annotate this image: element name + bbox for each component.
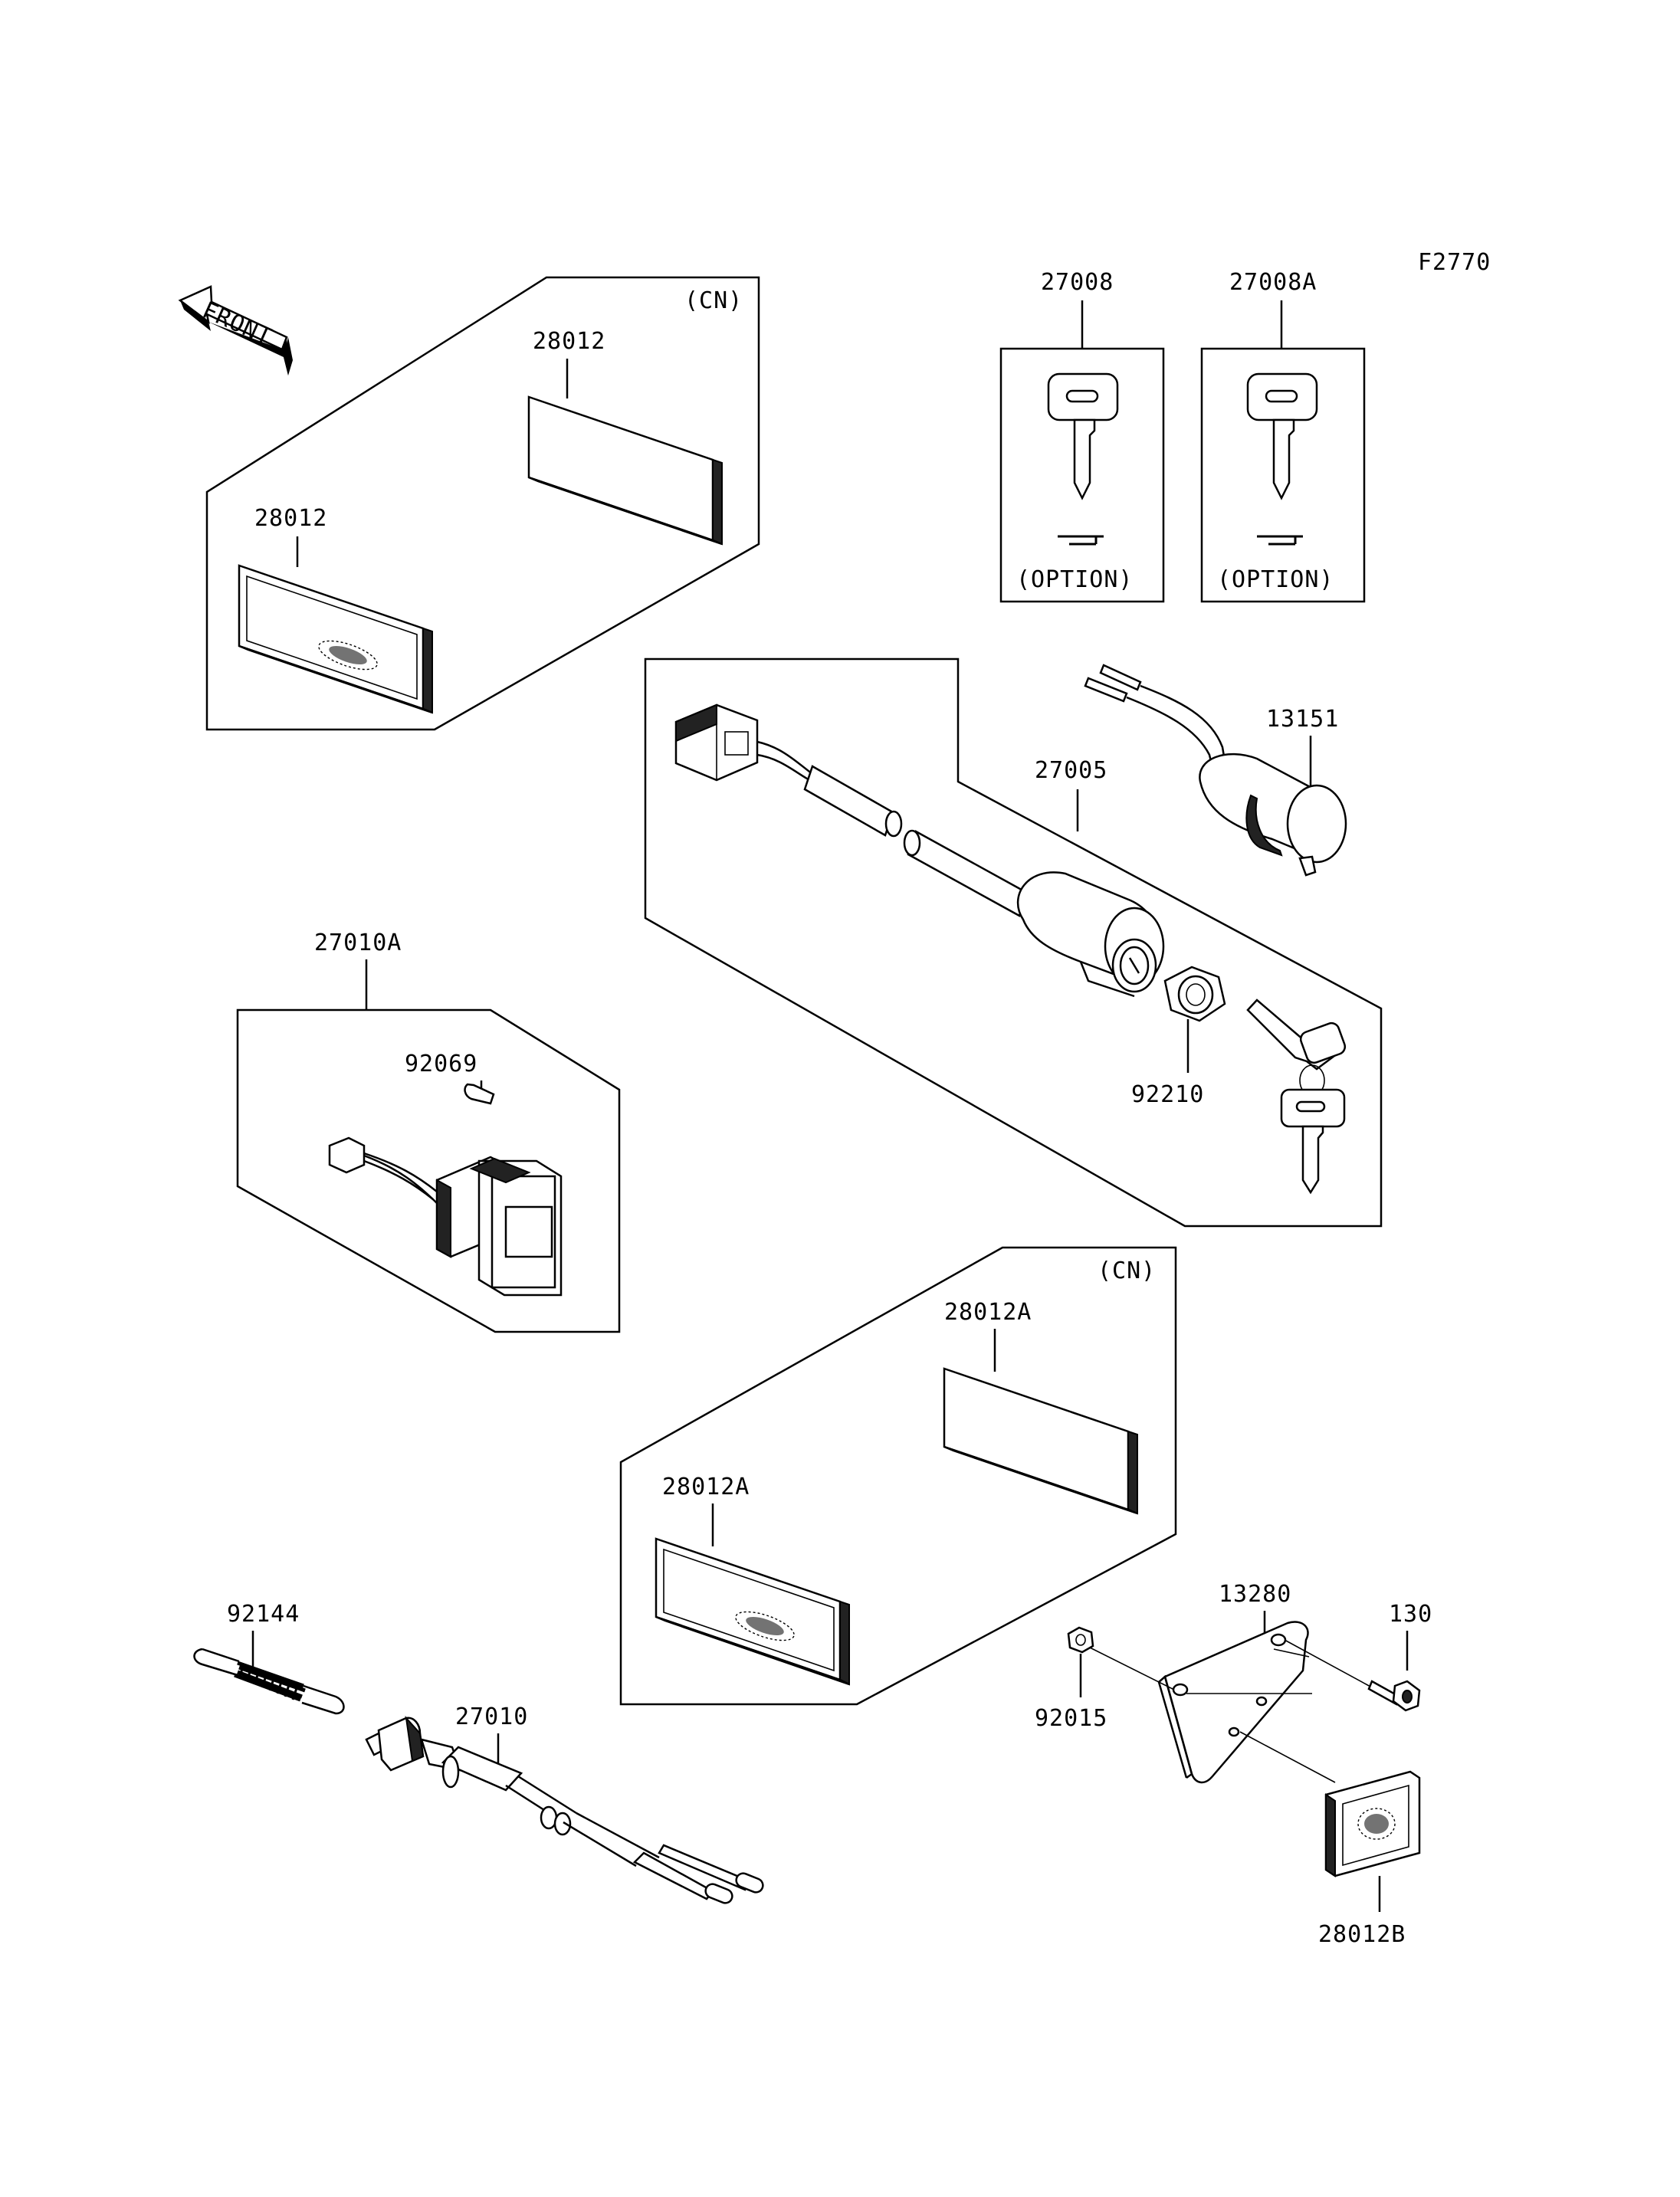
reflector-28012-top bbox=[527, 395, 723, 546]
part-label-27005: 27005 bbox=[1035, 757, 1107, 784]
part-label-27008: 27008 bbox=[1041, 269, 1114, 296]
part-label-92015: 92015 bbox=[1035, 1705, 1107, 1732]
switch-27010: 27010 bbox=[365, 1703, 764, 1904]
reflector-28012-bottom bbox=[238, 564, 433, 714]
reflector-28012a-top bbox=[943, 1367, 1138, 1515]
reflector-group-top: (CN) 28012 28012 bbox=[205, 276, 760, 731]
bolt-130 bbox=[1367, 1680, 1421, 1712]
front-arrow-label: FRONT bbox=[199, 297, 276, 351]
part-label-27008a: 27008A bbox=[1229, 269, 1317, 296]
part-label-28012a-bottom: 28012A bbox=[662, 1474, 750, 1500]
diagram-code: F2770 bbox=[1418, 249, 1491, 276]
bracket-13280 bbox=[1157, 1621, 1309, 1784]
cn-label-mid: (CN) bbox=[1098, 1258, 1156, 1284]
part-label-92144: 92144 bbox=[227, 1601, 300, 1628]
nut-92015 bbox=[1067, 1626, 1094, 1654]
reflector-group-mid: (CN) 28012A 28012A bbox=[619, 1246, 1177, 1706]
part-label-28012-top: 28012 bbox=[533, 328, 605, 355]
part-label-28012b: 28012B bbox=[1318, 1921, 1406, 1948]
ignition-switch-group: 27005 92210 bbox=[644, 657, 1383, 1228]
part-label-28012-bottom: 28012 bbox=[254, 505, 327, 532]
part-label-130: 130 bbox=[1389, 1601, 1432, 1628]
part-label-13151: 13151 bbox=[1266, 706, 1339, 733]
reflector-28012b bbox=[1324, 1770, 1421, 1877]
part-label-27010: 27010 bbox=[455, 1703, 528, 1730]
option-label-right: (OPTION) bbox=[1217, 566, 1334, 593]
switch-group-27010a: 27010A 92069 bbox=[236, 930, 621, 1333]
ignition-switch-27005 bbox=[1016, 871, 1165, 998]
switch-13151: 13151 bbox=[1084, 664, 1347, 877]
front-arrow-icon: FRONT bbox=[178, 285, 293, 375]
part-label-13280: 13280 bbox=[1219, 1581, 1291, 1608]
key-option-left: 27008 (OPTION) bbox=[999, 269, 1165, 603]
cn-label-top: (CN) bbox=[684, 287, 743, 314]
bracket-assembly: 13280 92015 130 bbox=[1035, 1581, 1432, 1948]
part-label-92210: 92210 bbox=[1131, 1081, 1204, 1108]
nut-92210 bbox=[1163, 966, 1226, 1022]
bulb-92069 bbox=[464, 1083, 495, 1105]
switch-27010a bbox=[328, 1136, 563, 1297]
key-option-right: 27008A (OPTION) bbox=[1200, 269, 1366, 603]
reflector-28012a-bottom bbox=[655, 1537, 850, 1686]
connector-plug bbox=[674, 703, 759, 782]
part-label-28012a-top: 28012A bbox=[944, 1299, 1032, 1326]
option-label-left: (OPTION) bbox=[1016, 566, 1134, 593]
part-label-27010a: 27010A bbox=[314, 930, 402, 956]
keys-pair bbox=[1246, 998, 1347, 1195]
part-label-92069: 92069 bbox=[405, 1051, 477, 1077]
spring-92144: 92144 bbox=[193, 1601, 345, 1715]
